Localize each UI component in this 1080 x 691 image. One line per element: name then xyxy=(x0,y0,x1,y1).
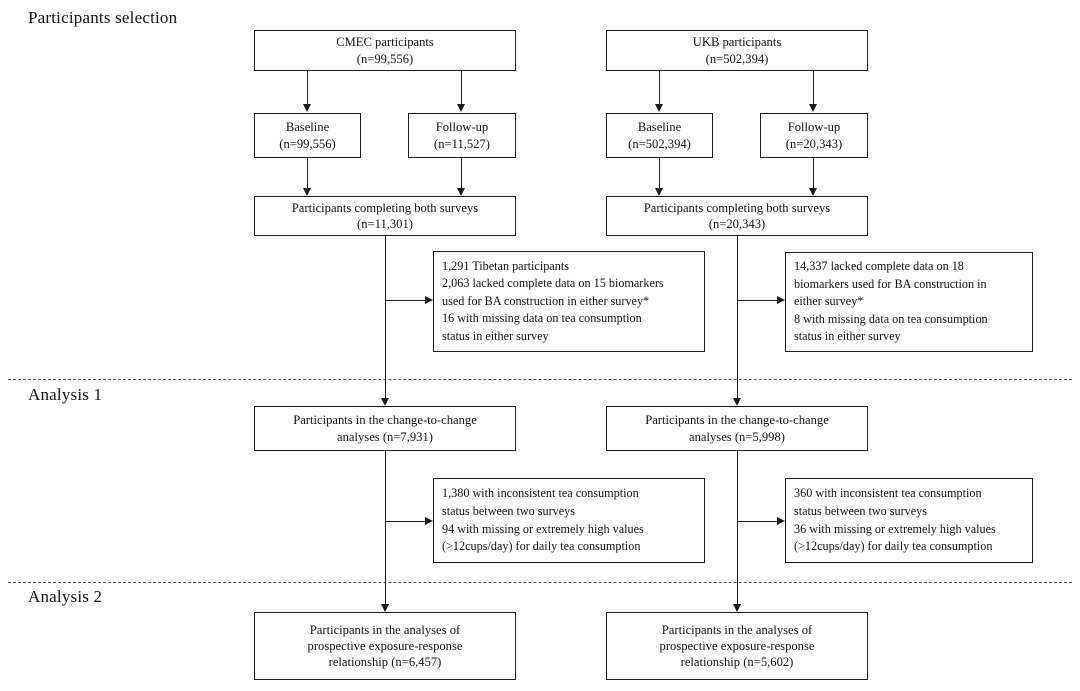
exclusion-line: 2,063 lacked complete data on 15 biomark… xyxy=(442,276,664,291)
node-cmec-participants: CMEC participants (n=99,556) xyxy=(254,30,516,71)
exclusion-line: (>12cups/day) for daily tea consumption xyxy=(794,539,993,554)
node-line: prospective exposure-response xyxy=(659,638,815,653)
node-line: Participants in the change-to-change xyxy=(645,413,829,428)
connector-cmec-followup-to-both xyxy=(461,158,462,188)
arrowhead-down xyxy=(809,104,817,112)
exclusion-line: 1,291 Tibetan participants xyxy=(442,258,569,273)
arrowhead-down xyxy=(733,604,741,612)
node-ukb-followup: Follow-up (n=20,343) xyxy=(760,113,868,158)
node-ukb-analysis2: Participants in the analyses of prospect… xyxy=(606,612,868,680)
connector-ukb-to-exclusion-1 xyxy=(737,300,779,301)
arrowhead-right xyxy=(777,517,785,525)
node-line: Baseline xyxy=(637,120,682,135)
node-line: (n=99,556) xyxy=(356,51,414,66)
arrowhead-down xyxy=(655,104,663,112)
node-ukb-analysis1: Participants in the change-to-change ana… xyxy=(606,406,868,451)
arrowhead-right xyxy=(425,517,433,525)
node-ukb-participants: UKB participants (n=502,394) xyxy=(606,30,868,71)
node-cmec-exclusion-2: 1,380 with inconsistent tea consumption … xyxy=(433,478,705,563)
arrowhead-down xyxy=(457,188,465,196)
divider-analysis-1 xyxy=(8,379,1072,380)
node-cmec-exclusion-1: 1,291 Tibetan participants 2,063 lacked … xyxy=(433,251,705,352)
section-label-participants-selection: Participants selection xyxy=(28,8,178,27)
arrowhead-right xyxy=(425,296,433,304)
connector-ukb-to-exclusion-2 xyxy=(737,521,779,522)
exclusion-line: status between two surveys xyxy=(794,503,928,518)
node-cmec-analysis2: Participants in the analyses of prospect… xyxy=(254,612,516,680)
node-line: Participants in the analyses of xyxy=(309,622,461,637)
exclusion-line: 8 with missing data on tea consumption xyxy=(794,311,988,326)
exclusion-line: status in either survey xyxy=(442,328,549,343)
exclusion-line: (>12cups/day) for daily tea consumption xyxy=(442,539,641,554)
node-line: prospective exposure-response xyxy=(307,638,463,653)
arrowhead-down xyxy=(303,104,311,112)
node-ukb-exclusion-1: 14,337 lacked complete data on 18 biomar… xyxy=(785,252,1033,352)
connector-ukb-source-to-baseline xyxy=(659,71,660,104)
node-line: Participants in the analyses of xyxy=(661,622,813,637)
section-label-analysis-2: Analysis 2 xyxy=(28,587,103,606)
node-cmec-followup: Follow-up (n=11,527) xyxy=(408,113,516,158)
node-line: Follow-up xyxy=(787,120,841,135)
node-line: (n=502,394) xyxy=(628,136,691,151)
connector-cmec-baseline-to-both xyxy=(307,158,308,188)
node-line: Participants completing both surveys xyxy=(643,200,831,215)
node-line: Baseline xyxy=(285,120,330,135)
node-line: (n=502,394) xyxy=(705,51,769,66)
node-cmec-baseline: Baseline (n=99,556) xyxy=(254,113,361,158)
arrowhead-down xyxy=(381,604,389,612)
exclusion-line: either survey* xyxy=(794,294,864,309)
exclusion-line: 1,380 with inconsistent tea consumption xyxy=(442,486,639,501)
arrowhead-right xyxy=(777,296,785,304)
arrowhead-down xyxy=(381,398,389,406)
connector-ukb-analysis1-to-analysis2 xyxy=(737,451,738,608)
connector-cmec-source-to-followup xyxy=(461,71,462,104)
node-line: analyses (n=5,998) xyxy=(689,429,785,444)
node-line: relationship (n=6,457) xyxy=(328,655,442,670)
arrowhead-down xyxy=(809,188,817,196)
node-line: Follow-up xyxy=(435,120,489,135)
exclusion-line: 36 with missing or extremely high values xyxy=(794,521,996,536)
connector-cmec-to-exclusion-2 xyxy=(385,521,427,522)
arrowhead-down xyxy=(303,188,311,196)
node-line: (n=20,343) xyxy=(708,217,766,231)
connector-ukb-baseline-to-both xyxy=(659,158,660,188)
node-line: (n=20,343) xyxy=(785,136,843,151)
node-line: analyses (n=7,931) xyxy=(337,429,433,444)
connector-ukb-both-to-analysis1 xyxy=(737,236,738,402)
node-line: (n=11,527) xyxy=(434,136,490,151)
node-line: Participants completing both surveys xyxy=(291,200,479,215)
connector-ukb-followup-to-both xyxy=(813,158,814,188)
node-line: (n=99,556) xyxy=(279,136,336,151)
node-ukb-both-surveys: Participants completing both surveys (n=… xyxy=(606,196,868,236)
node-cmec-analysis1: Participants in the change-to-change ana… xyxy=(254,406,516,451)
arrowhead-down xyxy=(457,104,465,112)
exclusion-line: 94 with missing or extremely high values xyxy=(442,521,644,536)
node-ukb-baseline: Baseline (n=502,394) xyxy=(606,113,713,158)
arrowhead-down xyxy=(733,398,741,406)
connector-cmec-analysis1-to-analysis2 xyxy=(385,451,386,608)
divider-analysis-2 xyxy=(8,582,1072,583)
exclusion-line: 16 with missing data on tea consumption xyxy=(442,311,642,326)
node-line: CMEC participants xyxy=(336,35,434,50)
node-line: Participants in the change-to-change xyxy=(293,413,477,428)
section-label-analysis-1: Analysis 1 xyxy=(28,385,103,404)
node-line: relationship (n=5,602) xyxy=(680,655,794,670)
connector-cmec-to-exclusion-1 xyxy=(385,300,427,301)
connector-cmec-source-to-baseline xyxy=(307,71,308,104)
arrowhead-down xyxy=(655,188,663,196)
node-ukb-exclusion-2: 360 with inconsistent tea consumption st… xyxy=(785,478,1033,563)
node-line: (n=11,301) xyxy=(357,217,413,231)
exclusion-line: status in either survey xyxy=(794,329,901,344)
exclusion-line: 360 with inconsistent tea consumption xyxy=(794,486,982,501)
node-line: UKB participants xyxy=(692,35,782,50)
exclusion-line: status between two surveys xyxy=(442,503,576,518)
exclusion-line: used for BA construction in either surve… xyxy=(442,293,650,308)
node-cmec-both-surveys: Participants completing both surveys (n=… xyxy=(254,196,516,236)
connector-ukb-source-to-followup xyxy=(813,71,814,104)
exclusion-line: biomarkers used for BA construction in xyxy=(794,276,987,291)
connector-cmec-both-to-analysis1 xyxy=(385,236,386,402)
exclusion-line: 14,337 lacked complete data on 18 xyxy=(794,259,964,274)
